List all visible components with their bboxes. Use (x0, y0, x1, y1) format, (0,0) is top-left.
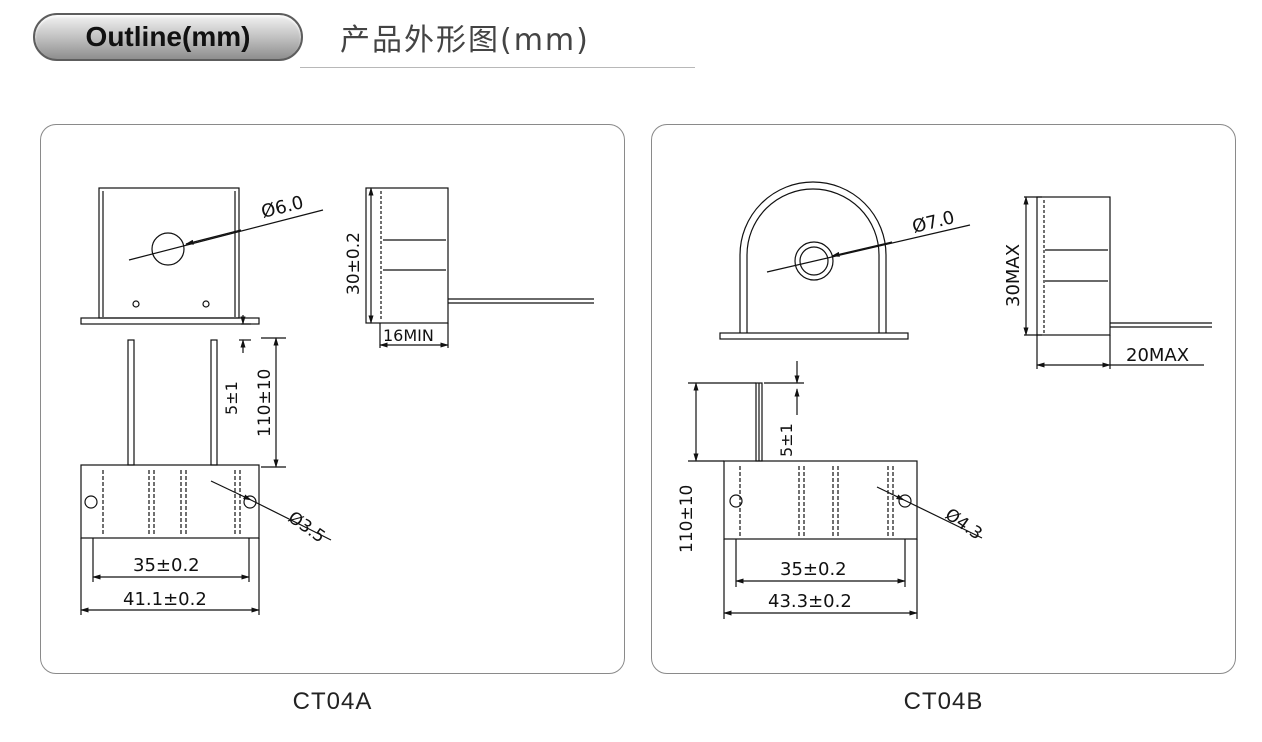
outline-badge: Outline(mm) (33, 13, 303, 61)
panel-ct04a: Ø6.0 30±0.2 16MIN 5±1 110±10 Ø3.5 35±0.2… (40, 124, 625, 674)
section-header: Outline(mm) 产品外形图(mm) (0, 0, 700, 80)
dim-hole-dia: Ø7.0 (910, 207, 957, 238)
dim-mount-hole: Ø4.3 (941, 505, 986, 545)
dim-pin-offset: 5±1 (222, 381, 241, 415)
side-view-ct04b (1023, 196, 1212, 369)
dim-pin-offset: 5±1 (777, 423, 796, 457)
dim-height: 30±0.2 (344, 232, 364, 295)
bottom-view-ct04a (80, 315, 332, 615)
outline-badge-label: Outline(mm) (85, 21, 251, 52)
model-label-ct04b: CT04B (903, 688, 984, 715)
dim-lead-length: 110±10 (255, 369, 275, 437)
dim-mount-hole: Ø3.5 (284, 508, 329, 548)
dim-pitch: 35±0.2 (780, 559, 847, 580)
panel-ct04b: Ø7.0 30MAX 20MAX 5±1 110±10 Ø4.3 35±0.2 … (651, 124, 1236, 674)
drawing-ct04b: Ø7.0 30MAX 20MAX 5±1 110±10 Ø4.3 35±0.2 … (677, 181, 1212, 619)
header-divider (300, 67, 695, 68)
center-hole (151, 232, 185, 266)
bottom-view-ct04b (688, 361, 983, 619)
chinese-title: 产品外形图(mm) (340, 23, 590, 58)
front-view-ct04b (719, 181, 971, 340)
dim-overall-width: 41.1±0.2 (123, 589, 207, 610)
front-view-ct04a (80, 187, 324, 325)
model-label-ct04a: CT04A (292, 688, 373, 715)
dim-lead-length: 110±10 (677, 485, 697, 553)
side-view-ct04a (365, 187, 594, 348)
drawing-ct04a: Ø6.0 30±0.2 16MIN 5±1 110±10 Ø3.5 35±0.2… (80, 187, 594, 615)
dim-pitch: 35±0.2 (133, 555, 200, 576)
dim-width-min: 16MIN (383, 326, 434, 345)
dim-height: 30MAX (1003, 244, 1024, 307)
dim-width-max: 20MAX (1126, 345, 1189, 366)
dim-overall-width: 43.3±0.2 (768, 591, 852, 612)
dim-hole-dia: Ø6.0 (259, 192, 306, 223)
